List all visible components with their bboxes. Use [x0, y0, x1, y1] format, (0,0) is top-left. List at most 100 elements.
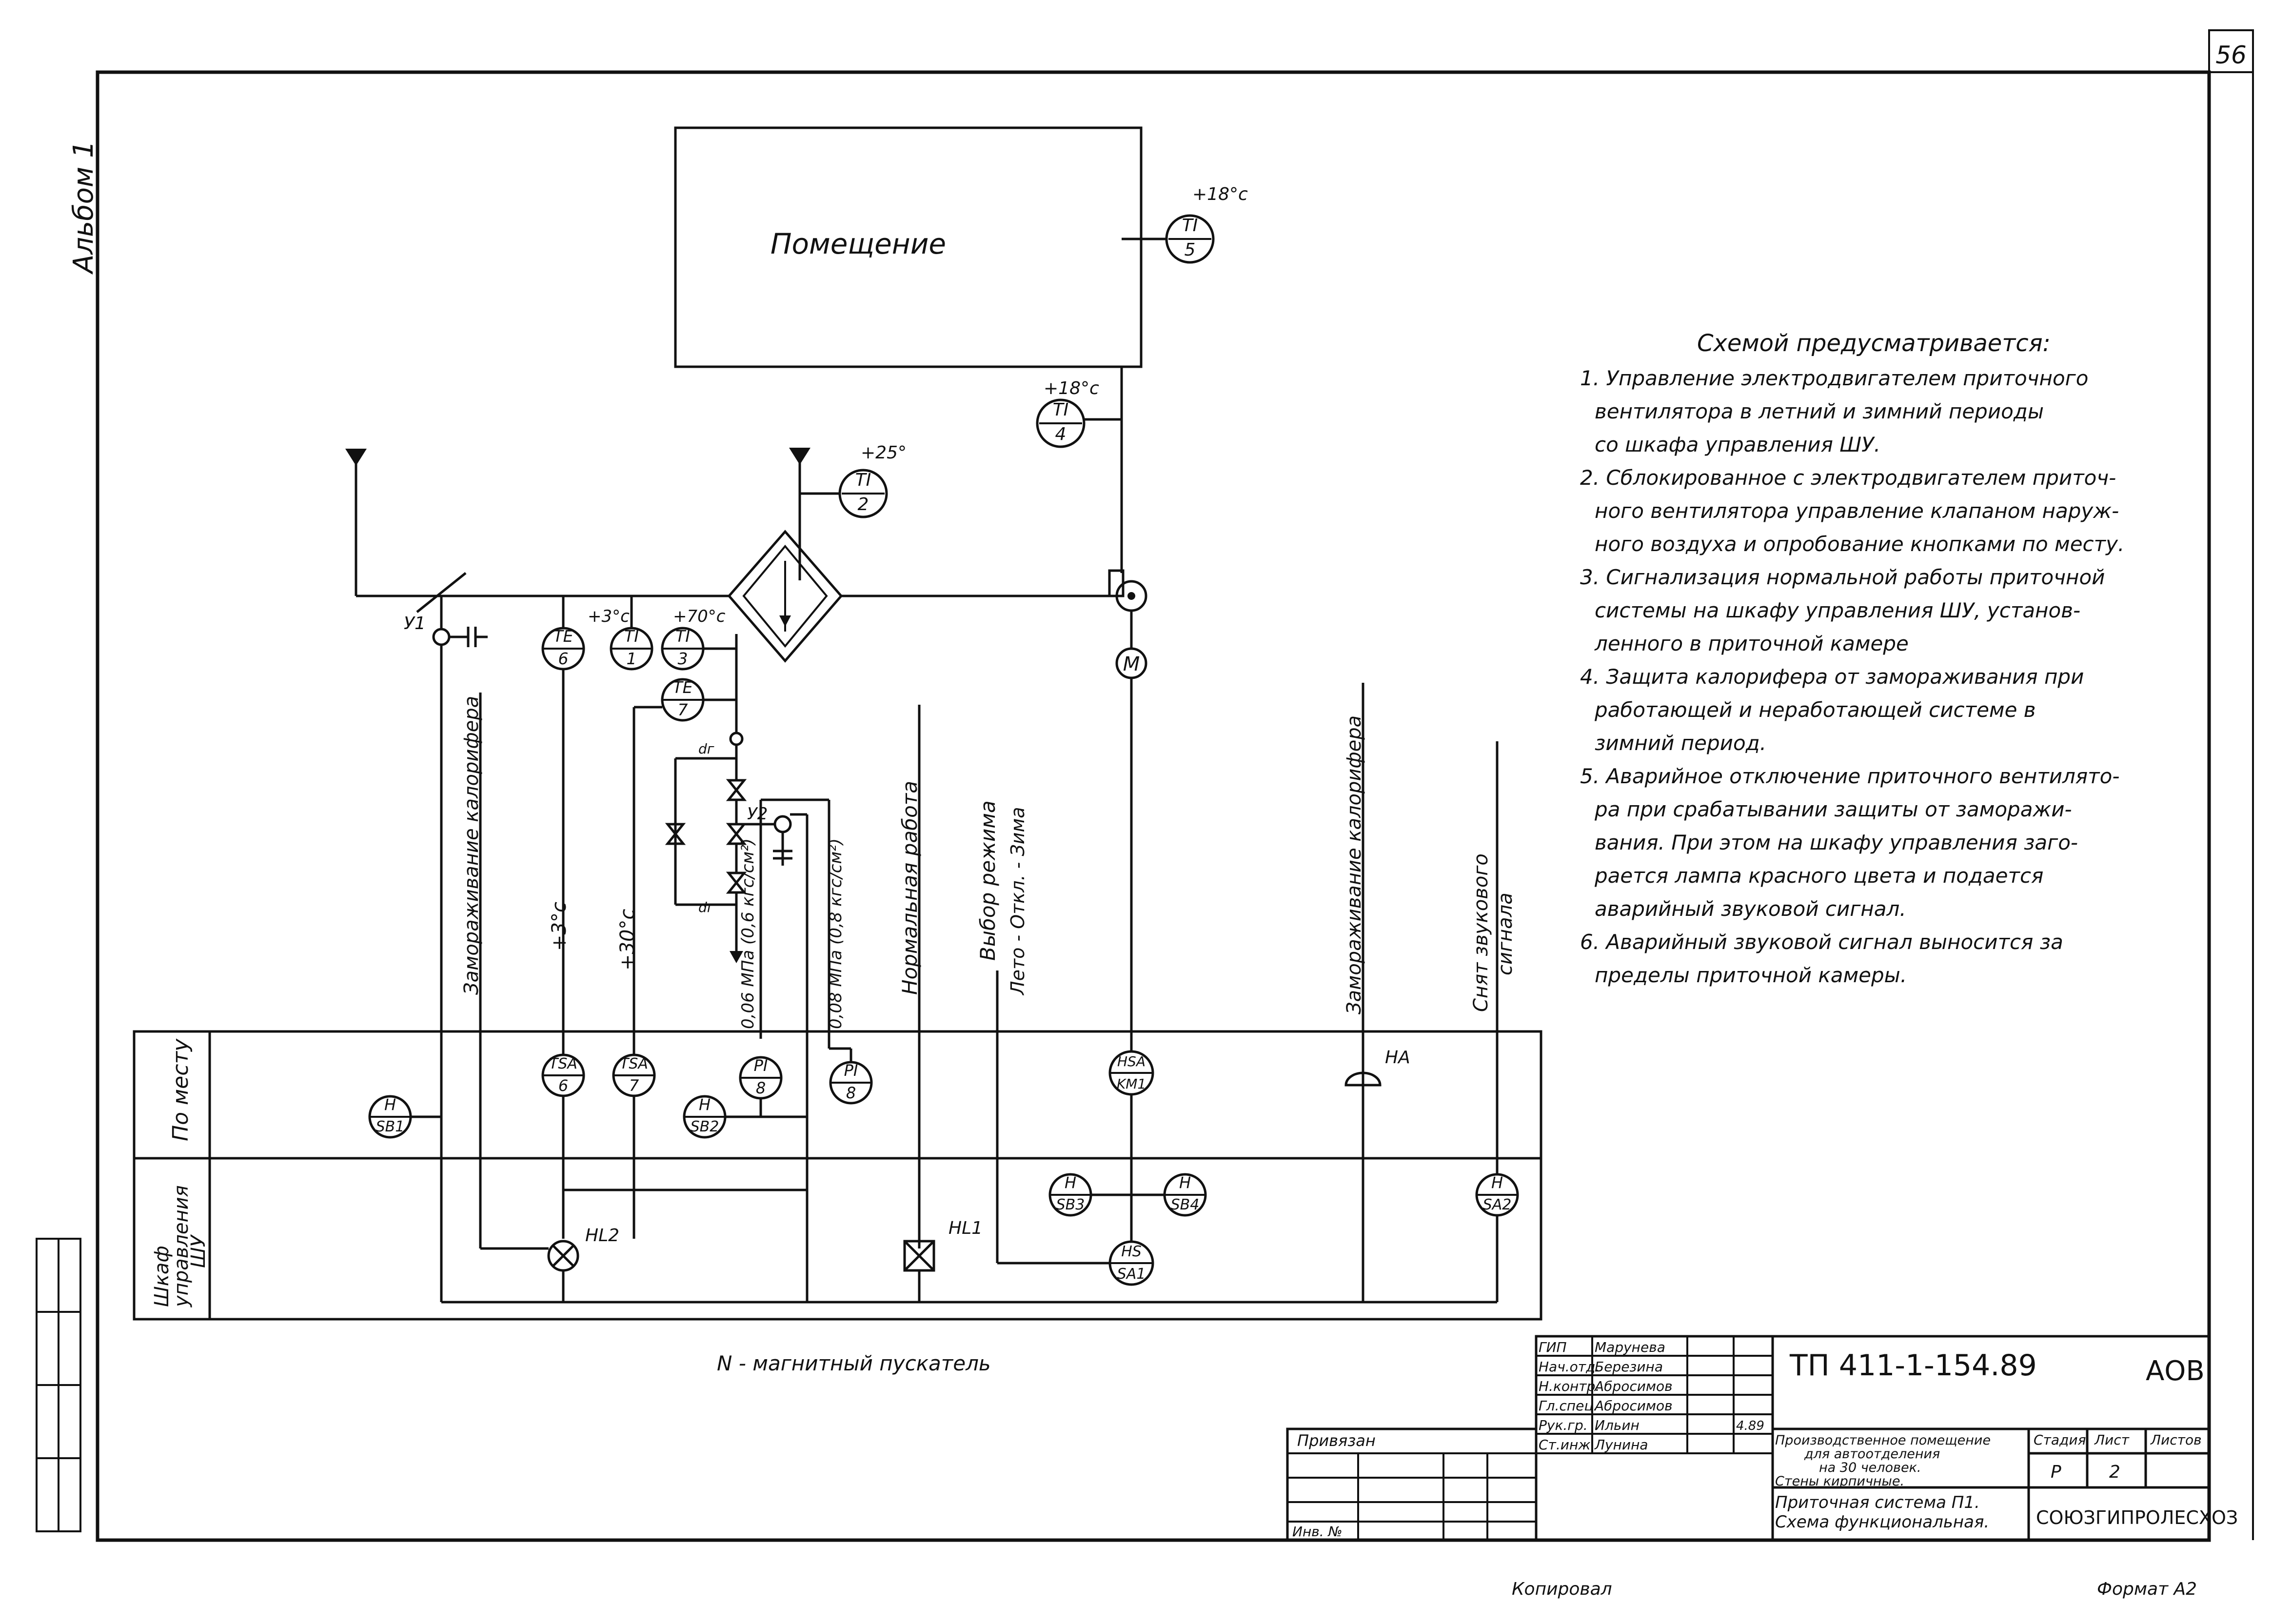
- svg-text:6: 6: [558, 1076, 568, 1095]
- svg-text:HSA: HSA: [1117, 1053, 1146, 1069]
- svg-text:4.89: 4.89: [1736, 1419, 1764, 1433]
- svg-text:TE: TE: [553, 627, 573, 646]
- svg-text:Абросимов: Абросимов: [1594, 1398, 1673, 1414]
- svg-text:TSA: TSA: [549, 1055, 577, 1072]
- room-box: [674, 126, 1143, 368]
- air-heater: [727, 530, 843, 663]
- svg-text:системы на шкафу управления ШУ: системы на шкафу управления ШУ, установ-: [1595, 598, 2080, 622]
- svg-text:вания. При этом на шкафу управ: вания. При этом на шкафу управления заго…: [1595, 831, 2078, 854]
- ti2-value: +25°: [861, 443, 907, 463]
- svg-text:PI: PI: [844, 1061, 858, 1080]
- notes-title: Схемой предусматривается:: [1697, 330, 2051, 357]
- svg-text:вентилятора в летний и зимний: вентилятора в летний и зимний периоды: [1595, 399, 2044, 423]
- svg-text:Нач.отд.: Нач.отд.: [1539, 1359, 1600, 1375]
- svg-text:ГИП: ГИП: [1539, 1339, 1567, 1355]
- svg-text:H: H: [1065, 1173, 1076, 1192]
- label-mode-options: Лето - Откл. - Зима: [1007, 807, 1028, 996]
- svg-text:1: 1: [627, 649, 637, 668]
- svg-text:H: H: [699, 1095, 711, 1114]
- room-label: Помещение: [771, 227, 946, 260]
- svg-text:Лунина: Лунина: [1594, 1437, 1648, 1453]
- svg-text:Н.контр.: Н.контр.: [1539, 1378, 1600, 1394]
- svg-text:SB1: SB1: [376, 1118, 405, 1135]
- svg-text:KM1: KM1: [1117, 1076, 1146, 1092]
- svg-text:2: 2: [858, 495, 869, 515]
- control-panel-table: [133, 1030, 1542, 1321]
- damper-y1: [416, 572, 467, 613]
- svg-text:4. Защита калорифера от замора: 4. Защита калорифера от замораживания пр…: [1580, 665, 2084, 689]
- svg-text:TI: TI: [624, 627, 639, 646]
- svg-text:1. Управление электродвигателе: 1. Управление электродвигателем приточно…: [1580, 366, 2088, 390]
- inv-label: Инв. №: [1292, 1524, 1343, 1540]
- svg-text:M: M: [1123, 653, 1140, 675]
- label-normal-work: Нормальная работа: [898, 781, 922, 995]
- svg-text:3: 3: [678, 649, 688, 668]
- horn-ha-icon: [1344, 1071, 1382, 1087]
- svg-text:Лист: Лист: [2094, 1432, 2130, 1448]
- sheet-frame: [96, 70, 2211, 1542]
- svg-text:6. Аварийный звуковой сигнал в: 6. Аварийный звуковой сигнал выносится з…: [1580, 930, 2063, 954]
- title-block: [1286, 1335, 2211, 1542]
- svg-text:Рук.гр.: Рук.гр.: [1539, 1417, 1588, 1433]
- svg-text:5. Аварийное отключение приточ: 5. Аварийное отключение приточного венти…: [1580, 764, 2119, 788]
- organization: СОЮЗГИПРОЛЕСХОЗ: [2036, 1507, 2238, 1528]
- svg-text:аварийный звуковой сигнал.: аварийный звуковой сигнал.: [1595, 897, 1906, 921]
- label-plus3: +3°c: [548, 902, 571, 951]
- svg-text:H: H: [1491, 1173, 1503, 1192]
- row-cabinet-3: ШУ: [187, 1234, 210, 1268]
- svg-text:со шкафа управления ШУ.: со шкафа управления ШУ.: [1595, 433, 1880, 456]
- svg-text:7: 7: [629, 1076, 639, 1095]
- svg-text:TI: TI: [1053, 400, 1069, 420]
- svg-text:Стены кирпичные.: Стены кирпичные.: [1775, 1474, 1904, 1489]
- copied-by: Копировал: [1512, 1579, 1612, 1599]
- svg-text:TE: TE: [672, 678, 692, 697]
- svg-text:TSA: TSA: [620, 1055, 648, 1072]
- label-freeze-left: Замораживание калорифера: [460, 696, 483, 995]
- svg-text:5: 5: [1185, 240, 1196, 260]
- row-local: По месту: [168, 1038, 193, 1141]
- svg-text:HL2: HL2: [585, 1226, 619, 1246]
- svg-text:TI: TI: [855, 470, 871, 490]
- svg-text:Марунева: Марунева: [1595, 1339, 1665, 1355]
- label-mode-select: Выбор режима: [976, 800, 1000, 961]
- svg-text:6: 6: [558, 649, 569, 668]
- bound-label: Привязан: [1297, 1431, 1376, 1450]
- svg-text:на 30 человек.: на 30 человек.: [1819, 1460, 1921, 1475]
- svg-text:рается лампа красного цвета и: рается лампа красного цвета и подается: [1594, 864, 2043, 888]
- svg-text:H: H: [1179, 1173, 1191, 1192]
- svg-text:Ильин: Ильин: [1595, 1417, 1640, 1433]
- svg-text:Стадия: Стадия: [2034, 1432, 2086, 1448]
- svg-text:для автоотделения: для автоотделения: [1804, 1446, 1940, 1462]
- margin-stamp: [36, 1238, 81, 1532]
- intake-antenna-icon: [345, 449, 367, 466]
- svg-text:SB2: SB2: [691, 1118, 719, 1135]
- label-sound-reset-1: Снят звукового: [1470, 853, 1492, 1012]
- valve-1-icon: [726, 779, 747, 801]
- damper-actuator-icon: [432, 628, 451, 646]
- svg-text:SB3: SB3: [1056, 1196, 1085, 1213]
- svg-text:8: 8: [846, 1084, 856, 1102]
- legend-text: N - магнитный пускатель: [717, 1351, 991, 1375]
- label-pressure-low: 0,06 МПа (0,6 кгс/см²): [738, 838, 758, 1029]
- label-plus30: +30°c: [616, 909, 639, 970]
- svg-text:HS: HS: [1121, 1243, 1142, 1260]
- svg-text:Р: Р: [2051, 1462, 2061, 1482]
- svg-text:HA: HA: [1385, 1048, 1410, 1068]
- bypass-valve-icon: [665, 823, 686, 845]
- svg-text:SA2: SA2: [1483, 1196, 1512, 1213]
- format-label: Формат А2: [2097, 1579, 2197, 1599]
- svg-text:ленного в приточной камере: ленного в приточной камере: [1594, 632, 1909, 655]
- svg-text:ного вентилятора управление кл: ного вентилятора управление клапаном нар…: [1595, 499, 2119, 523]
- label-freeze-right: Замораживание калорифера: [1343, 715, 1365, 1014]
- ti1-value: +3°c: [588, 607, 630, 626]
- svg-text:2. Сблокированное с электродви: 2. Сблокированное с электродвигателем пр…: [1580, 466, 2116, 490]
- drawing-code: ТП 411-1-154.89: [1789, 1348, 2037, 1383]
- svg-text:2: 2: [2109, 1462, 2120, 1482]
- svg-text:SB4: SB4: [1171, 1196, 1200, 1213]
- album-label: Альбом 1: [68, 140, 99, 275]
- svg-text:TI: TI: [675, 627, 690, 646]
- section-code: АОВ: [2146, 1355, 2205, 1387]
- valve-actuator-y2-icon: [773, 815, 792, 833]
- svg-text:Производственное помещение: Производственное помещение: [1775, 1433, 1991, 1448]
- svg-text:Листов: Листов: [2150, 1432, 2202, 1448]
